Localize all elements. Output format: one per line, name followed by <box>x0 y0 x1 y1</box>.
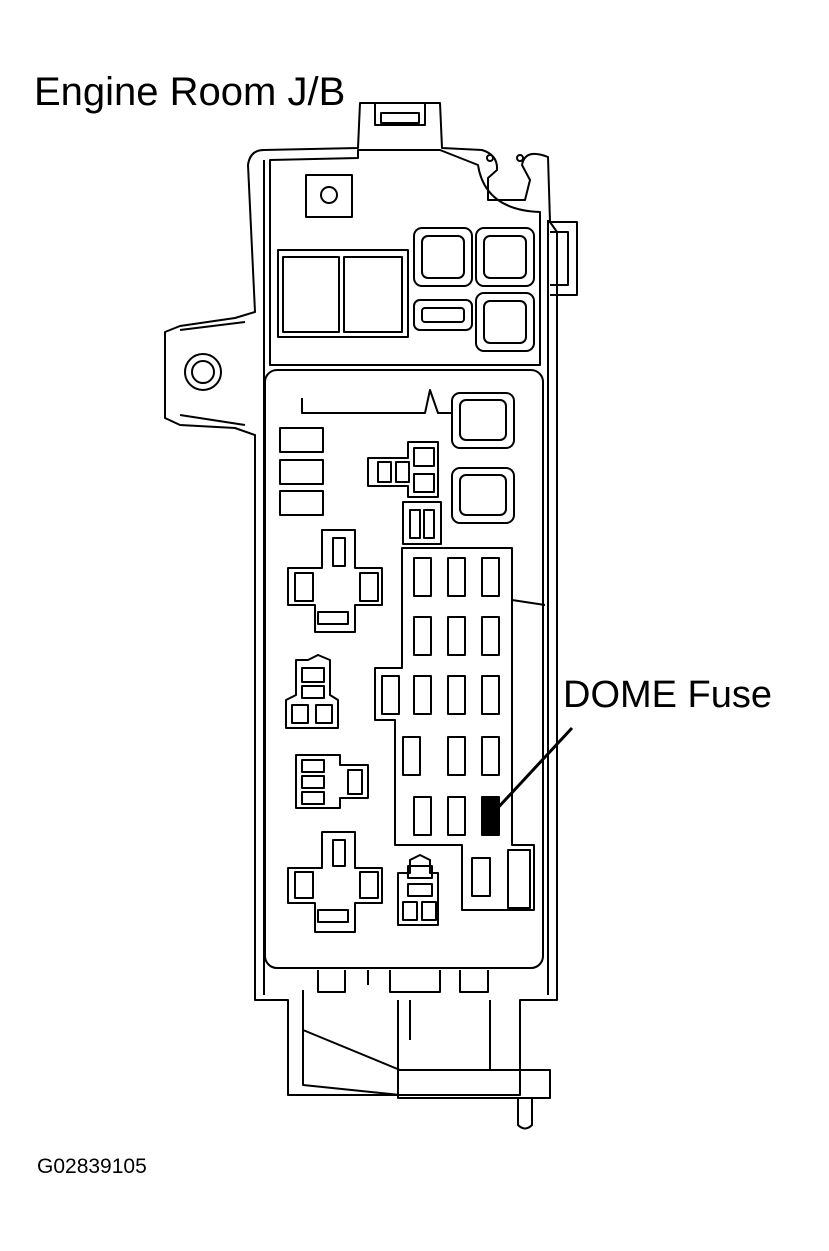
fuse-slot <box>447 616 466 656</box>
connector-bottom-cell <box>402 901 418 921</box>
housing-notch-dot <box>516 154 524 162</box>
fuse-slot <box>481 616 500 656</box>
connector-vertical-cell <box>301 685 325 699</box>
callout-leader <box>492 726 574 814</box>
connector-small-cell <box>413 473 435 493</box>
relay-square <box>475 227 535 287</box>
bottom-notches <box>317 970 489 993</box>
upper-compartment <box>269 149 541 366</box>
cross-relay-pin <box>317 611 349 625</box>
figure-code: G02839105 <box>37 1155 147 1178</box>
cross-relay-pin <box>294 572 314 602</box>
dome-fuse-callout-label: DOME Fuse <box>563 674 773 716</box>
relay-square-inner <box>459 399 507 441</box>
fuse-slot <box>447 557 466 597</box>
mounting-hole <box>184 353 222 391</box>
relay-large <box>277 249 409 338</box>
small-square-hole <box>320 186 338 204</box>
cross-relay-pin <box>359 871 379 899</box>
cross-relay-pin <box>332 537 346 567</box>
bottom-plug-body <box>397 1069 551 1099</box>
fuse-slot <box>481 675 500 715</box>
relay-square-inner <box>483 300 527 344</box>
connector-small-cell <box>377 461 392 483</box>
relay-large-cell-right <box>343 256 403 333</box>
fuse-block-side-line <box>511 599 546 606</box>
fuse-slot <box>481 736 500 776</box>
fuse-slot <box>413 557 432 597</box>
fuse-slot <box>413 796 432 836</box>
connector-vertical-cell <box>291 704 309 724</box>
connector-vertical <box>285 654 339 729</box>
fuse-slot <box>471 857 491 897</box>
mount-tab-line <box>179 414 246 426</box>
slot-fuse <box>413 299 473 331</box>
relay-square <box>451 392 515 449</box>
housing-notch-dot <box>486 154 494 162</box>
cross-relay-pin <box>317 909 349 923</box>
fuse-slot <box>447 675 466 715</box>
connector-horizontal-cell <box>347 769 363 795</box>
connector-small-cell <box>413 447 435 467</box>
connector-horizontal-cell <box>301 759 325 773</box>
relay-square-inner <box>421 235 465 279</box>
fuse-block <box>374 547 535 911</box>
relay-square <box>413 227 473 287</box>
relay-square-inner <box>459 474 507 516</box>
fuse-slot <box>413 675 432 715</box>
connector-vertical-cell <box>315 704 333 724</box>
dome-fuse <box>481 796 500 836</box>
right-side-tab-inner <box>550 231 569 286</box>
connector-small <box>367 441 439 498</box>
double-fuse-cell <box>409 509 421 539</box>
right-side-tab <box>548 221 578 296</box>
mini-fuse <box>279 427 324 453</box>
relay-square <box>475 292 535 352</box>
double-fuse-cell <box>423 509 435 539</box>
plug-pin <box>517 1098 533 1130</box>
connector-bottom-cell <box>407 865 433 879</box>
connector-small-cell <box>395 461 410 483</box>
top-tab-slot <box>380 112 420 124</box>
mounting-hole-inner <box>191 360 215 384</box>
cross-relay <box>287 831 383 933</box>
relay-square <box>451 467 515 524</box>
top-tab-inner <box>374 103 426 126</box>
bottom-plug <box>302 990 491 1096</box>
relay-square-inner <box>483 235 527 279</box>
cross-relay-pin <box>294 871 314 899</box>
relay-large-cell-left <box>282 256 340 333</box>
slot-fuse-inner <box>421 307 465 323</box>
mini-fuse <box>279 490 324 516</box>
connector-bottom-cell <box>407 883 433 897</box>
divider-line <box>301 389 452 414</box>
small-square <box>305 174 353 218</box>
cross-relay-pin <box>359 572 379 602</box>
connector-vertical-cell <box>301 667 325 683</box>
connector-horizontal <box>295 754 369 809</box>
connector-horizontal-cell <box>301 775 325 789</box>
cross-relay <box>287 529 383 633</box>
connector-bottom <box>397 854 439 926</box>
diagram-title: Engine Room J/B <box>34 70 346 114</box>
fuse-slot <box>381 675 400 715</box>
double-fuse <box>402 501 442 545</box>
lower-compartment <box>264 369 544 969</box>
fuse-slot <box>481 557 500 597</box>
mini-fuse <box>279 459 324 485</box>
connector-bottom-cell <box>421 901 437 921</box>
cross-relay-pin <box>332 839 346 867</box>
fuse-slot <box>447 736 466 776</box>
fuse-slot-large <box>507 849 531 909</box>
fuse-slot <box>402 736 421 776</box>
fuse-slot <box>413 616 432 656</box>
mount-tab-line <box>179 321 246 331</box>
fuse-grid <box>381 557 531 909</box>
connector-horizontal-cell <box>301 791 325 805</box>
fuse-slot <box>447 796 466 836</box>
